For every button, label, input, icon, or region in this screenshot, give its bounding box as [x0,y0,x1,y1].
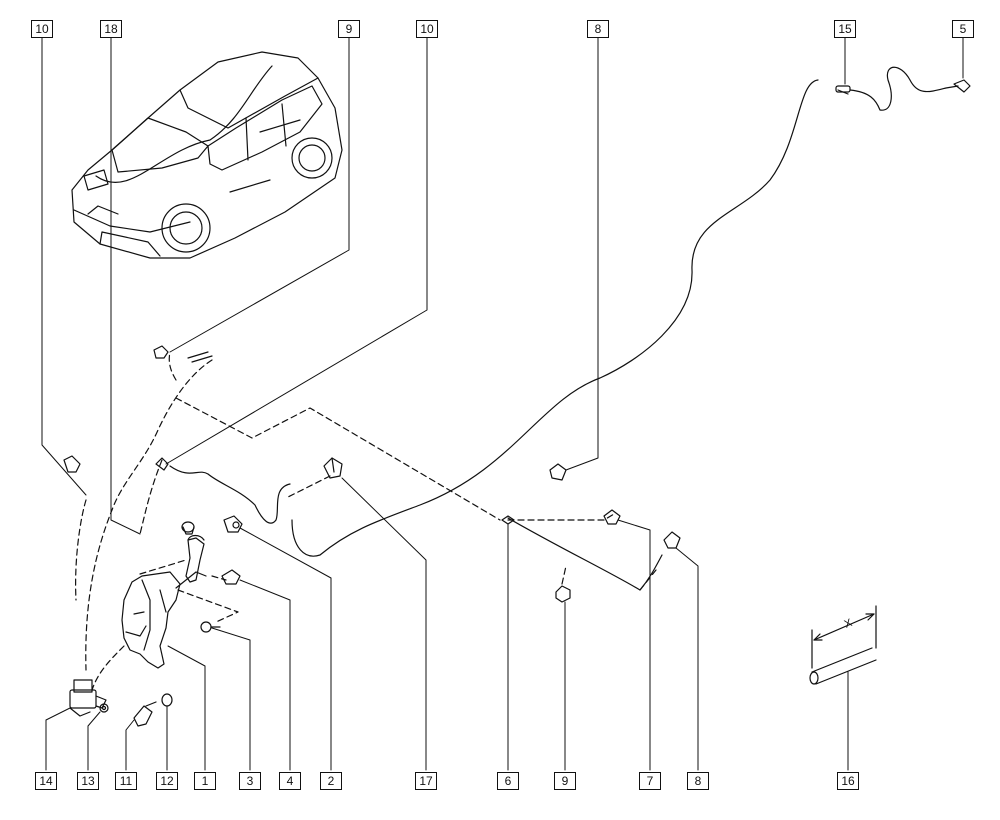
clip-7 [603,509,621,525]
filler-neck [185,534,205,583]
callout-14: 14 [35,772,57,790]
clip-8-right [663,531,681,549]
callout-17: 17 [415,772,437,790]
callout-5: 5 [952,20,974,38]
washer-reservoir [121,571,207,669]
nut-9-bottom [555,585,571,603]
callout-1: 1 [194,772,216,790]
clip-8-mid [549,463,567,481]
vehicle-illustration [71,51,343,259]
callout-16: 16 [837,772,859,790]
callout-12: 12 [156,772,178,790]
filler-cap [181,521,195,535]
routing-dashes [75,351,657,691]
washer-hoses [169,66,959,591]
joint-15 [835,85,851,95]
callout-2: 2 [320,772,342,790]
grommet-12 [161,693,173,707]
callout-10-top-left: 10 [31,20,53,38]
callout-11: 11 [115,772,137,790]
callout-8-bottom: 8 [687,772,709,790]
sensor-plug [223,515,243,533]
callout-13: 13 [77,772,99,790]
hose-segment-right [507,517,663,591]
connector-4 [221,569,241,585]
callout-8-top: 8 [587,20,609,38]
callout-15: 15 [834,20,856,38]
callout-9-bottom: 9 [554,772,576,790]
callout-4: 4 [279,772,301,790]
rear-nozzle-5 [953,79,971,93]
grommet-13 [99,703,109,713]
clip-10-mid [155,457,169,471]
connector-6 [501,515,515,525]
rear-washer-hose [291,79,819,557]
callout-18: 18 [100,20,122,38]
hose-section-16 [809,605,877,685]
rear-hose-end [849,66,959,111]
callout-9-top: 9 [338,20,360,38]
callout-6: 6 [497,772,519,790]
clip-9-top [153,345,169,359]
front-hose [169,465,291,524]
leader-lines [41,37,964,771]
callout-3: 3 [239,772,261,790]
callout-7: 7 [639,772,661,790]
clip-10-left [63,455,81,473]
dimension-label: X [843,617,855,631]
bolt-3 [200,621,221,633]
level-sensor-11 [133,701,157,727]
nozzle-17 [323,457,343,479]
callout-10-top-mid: 10 [416,20,438,38]
